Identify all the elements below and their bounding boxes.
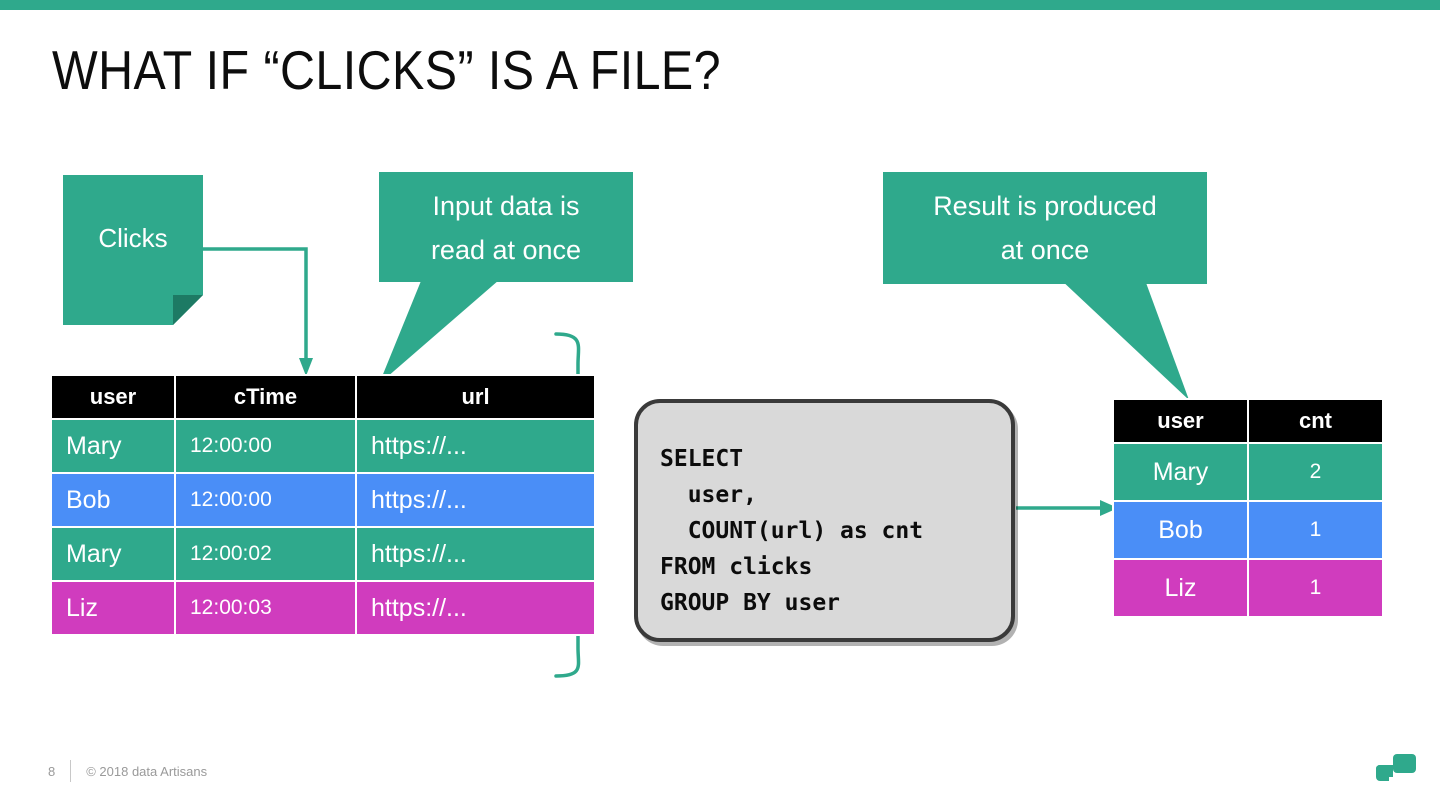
callout-input-data: Input data is read at once (379, 172, 633, 392)
input-table: user cTime url Mary 12:00:00 https://...… (50, 374, 596, 636)
table-header-row: user cTime url (52, 376, 594, 418)
cell-url: https://... (357, 420, 594, 472)
slide-footer: 8 © 2018 data Artisans (48, 760, 207, 782)
result-header-user: user (1114, 400, 1247, 442)
cell-url: https://... (357, 474, 594, 526)
callout-input-line1: Input data is (432, 191, 580, 221)
callout-input-line2: read at once (430, 235, 582, 265)
clicks-to-table-arrow (203, 247, 313, 376)
input-header-ctime: cTime (176, 376, 355, 418)
cell-cnt: 1 (1249, 502, 1382, 558)
callout-input-bubble: Input data is read at once (379, 172, 633, 282)
page-number: 8 (48, 763, 56, 779)
table-row: Liz 12:00:03 https://... (52, 582, 594, 634)
result-table: user cnt Mary 2 Bob 1 Liz 1 (1112, 398, 1384, 618)
cell-user: Bob (1114, 502, 1247, 558)
copyright-text: © 2018 data Artisans (86, 763, 208, 779)
input-header-user: user (52, 376, 174, 418)
callout-tail-icon (379, 276, 499, 384)
callout-result-bubble: Result is produced at once (883, 172, 1207, 284)
cell-user: Mary (52, 528, 174, 580)
query-to-result-arrow (1016, 500, 1118, 516)
cell-cnt: 2 (1249, 444, 1382, 500)
table-header-row: user cnt (1114, 400, 1382, 442)
cell-ctime: 12:00:00 (176, 420, 355, 472)
cell-user: Liz (52, 582, 174, 634)
cell-ctime: 12:00:03 (176, 582, 355, 634)
footer-divider (70, 760, 72, 782)
table-row: Bob 1 (1114, 502, 1382, 558)
cell-user: Mary (52, 420, 174, 472)
result-header-cnt: cnt (1249, 400, 1382, 442)
file-document-icon (63, 175, 203, 325)
cell-user: Bob (52, 474, 174, 526)
table-row: Mary 12:00:02 https://... (52, 528, 594, 580)
sql-query-text: SELECT user, COUNT(url) as cnt FROM clic… (660, 446, 924, 616)
page-title: WHAT IF “CLICKS” IS A FILE? (52, 39, 722, 101)
cell-user: Mary (1114, 444, 1247, 500)
data-artisans-logo (1374, 752, 1418, 792)
cell-url: https://... (357, 528, 594, 580)
cell-user: Liz (1114, 560, 1247, 616)
callout-result-line1: Result is produced (933, 191, 1157, 221)
logo-icon (1376, 754, 1416, 781)
callout-result-line2: at once (1000, 235, 1090, 265)
cell-ctime: 12:00:00 (176, 474, 355, 526)
table-row: Mary 2 (1114, 444, 1382, 500)
callout-tail-icon (1059, 278, 1189, 400)
table-row: Bob 12:00:00 https://... (52, 474, 594, 526)
table-row: Liz 1 (1114, 560, 1382, 616)
cell-url: https://... (357, 582, 594, 634)
top-accent-bar (0, 0, 1440, 10)
input-header-url: url (357, 376, 594, 418)
sql-query-box: SELECT user, COUNT(url) as cnt FROM clic… (634, 399, 1015, 642)
cell-cnt: 1 (1249, 560, 1382, 616)
callout-result-data: Result is produced at once (883, 172, 1207, 422)
clicks-file-shape: Clicks (63, 175, 203, 325)
table-row: Mary 12:00:00 https://... (52, 420, 594, 472)
cell-ctime: 12:00:02 (176, 528, 355, 580)
